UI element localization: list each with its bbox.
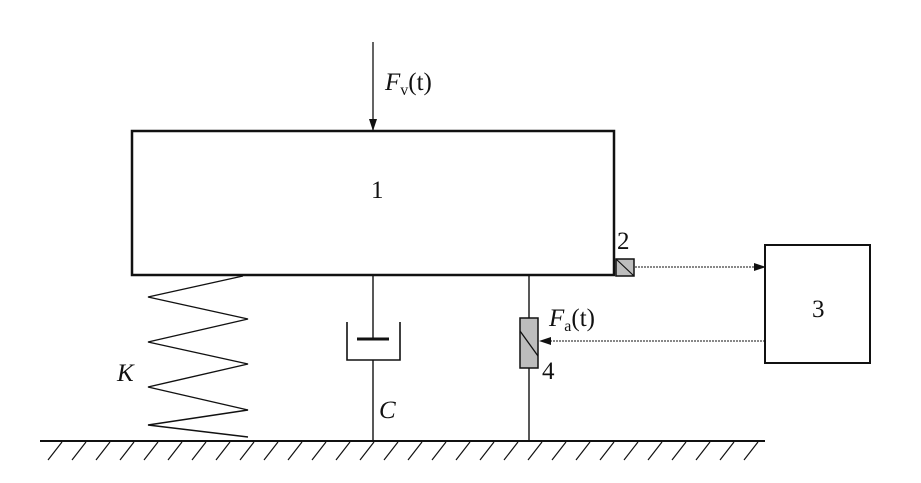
hatch-stroke <box>95 441 111 461</box>
force-a-subscript: a <box>564 318 572 335</box>
hatch-stroke <box>455 441 471 461</box>
mass-block <box>130 129 616 277</box>
hatch-stroke <box>551 441 567 461</box>
hatch-stroke <box>215 441 231 461</box>
hatch-stroke <box>167 441 183 461</box>
hatch-stroke <box>479 441 495 461</box>
damper <box>346 276 401 441</box>
hatch-stroke <box>719 441 735 461</box>
hatch-stroke <box>47 441 63 461</box>
hatch-stroke <box>575 441 591 461</box>
hatch-stroke <box>191 441 207 461</box>
force-v-label: Fv(t) <box>385 69 432 99</box>
damper-label: C <box>379 397 396 424</box>
spring-label: K <box>117 360 134 387</box>
hatch-stroke <box>647 441 663 461</box>
hatch-stroke <box>311 441 327 461</box>
spring <box>147 275 249 438</box>
hatch-stroke <box>527 441 543 461</box>
force-v-argument: (t) <box>408 69 432 96</box>
hatch-stroke <box>143 441 159 461</box>
hatch-stroke <box>671 441 687 461</box>
hatch-stroke <box>743 441 759 461</box>
force-v-subscript: v <box>400 82 409 99</box>
controller-block <box>764 244 871 364</box>
hatch-stroke <box>383 441 399 461</box>
hatch-stroke <box>431 441 447 461</box>
ground-hatching <box>47 441 759 461</box>
force-a-symbol: F <box>549 305 565 332</box>
hatch-stroke <box>119 441 135 461</box>
hatch-stroke <box>599 441 615 461</box>
hatch-stroke <box>359 441 375 461</box>
hatch-stroke <box>695 441 711 461</box>
sensor-label: 2 <box>617 228 630 255</box>
actuator-label: 4 <box>542 358 555 385</box>
controller-label: 3 <box>812 296 825 323</box>
hatch-stroke <box>623 441 639 461</box>
force-a-argument: (t) <box>571 305 595 332</box>
hatch-stroke <box>263 441 279 461</box>
hatch-stroke <box>407 441 423 461</box>
force-a-label: Fa(t) <box>549 305 595 335</box>
hatch-stroke <box>239 441 255 461</box>
hatch-stroke <box>335 441 351 461</box>
force-v-symbol: F <box>385 69 401 96</box>
hatch-stroke <box>503 441 519 461</box>
actuator <box>519 276 539 441</box>
hatch-stroke <box>287 441 303 461</box>
mass-label: 1 <box>371 177 384 204</box>
sensor <box>615 258 635 277</box>
hatch-stroke <box>71 441 87 461</box>
